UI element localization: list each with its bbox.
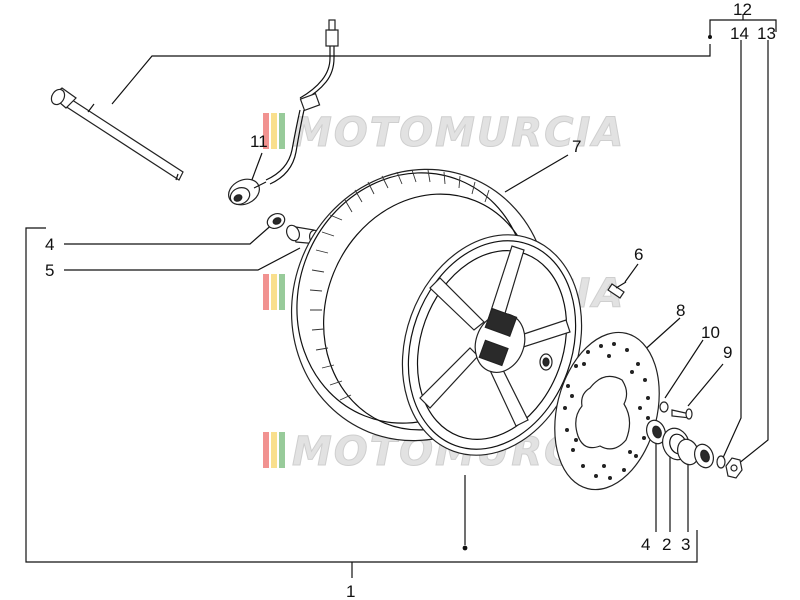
leader-lines — [25, 14, 777, 578]
disc-bolt-6 — [607, 281, 627, 299]
bearing-seal-right — [645, 419, 667, 445]
callout-9: 9 — [723, 343, 732, 362]
washer-14 — [716, 455, 726, 469]
speedometer-drive — [228, 19, 339, 206]
callout-11: 11 — [250, 132, 268, 151]
callout-3: 3 — [681, 535, 690, 554]
callout-5: 5 — [45, 261, 54, 280]
callout-7: 7 — [572, 137, 581, 156]
callout-1: 1 — [346, 582, 355, 600]
callout-2: 2 — [662, 535, 671, 554]
spacer-2 — [662, 427, 699, 466]
callout-10: 10 — [701, 323, 720, 342]
seal-3 — [693, 443, 715, 469]
watermark-text: MOTOMURCIA — [292, 110, 625, 156]
nut-13 — [725, 457, 743, 479]
oil-seal-left — [266, 213, 286, 229]
callout-labels: 12 14 13 11 7 4 6 5 8 10 9 4 2 3 1 — [45, 0, 776, 600]
callout-13: 13 — [757, 24, 776, 43]
callout-14: 14 — [730, 24, 749, 43]
callout-4-top: 4 — [45, 235, 54, 254]
wheel-rim — [401, 234, 583, 456]
screw-9 — [671, 408, 693, 420]
axle-spindle — [50, 87, 184, 181]
watermark-top: MOTOMURCIA — [263, 110, 625, 157]
washer-10 — [659, 401, 669, 413]
callout-12: 12 — [733, 0, 752, 19]
callout-4-bottom: 4 — [641, 535, 650, 554]
brake-disc — [554, 331, 660, 491]
callout-8: 8 — [676, 301, 685, 320]
callout-6: 6 — [634, 245, 643, 264]
